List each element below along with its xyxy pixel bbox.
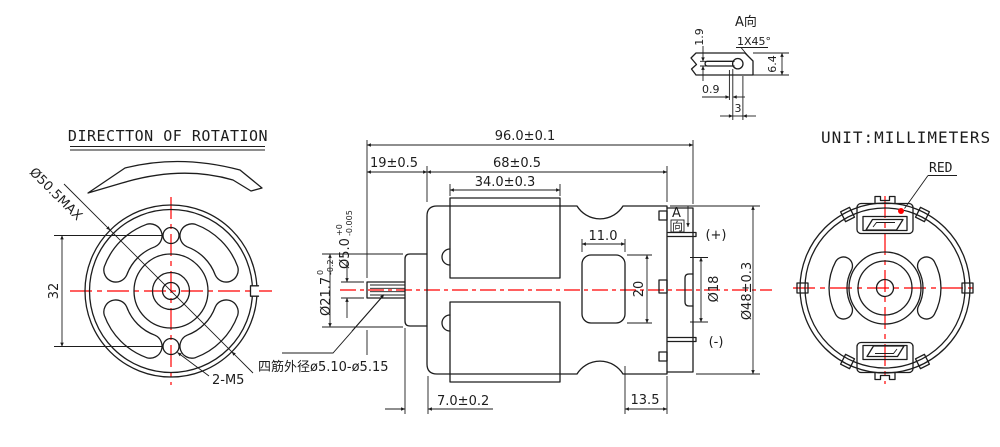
red-label: RED bbox=[904, 161, 957, 209]
svg-text:-0.2: -0.2 bbox=[326, 259, 335, 275]
svg-text:向: 向 bbox=[672, 219, 683, 233]
bearing-boss bbox=[404, 253, 428, 327]
rear-shaft-circle bbox=[875, 278, 895, 298]
svg-text:0: 0 bbox=[316, 270, 325, 275]
svg-text:1X45°: 1X45° bbox=[737, 35, 771, 48]
dim-boss-diameter: Ø21.7 0 -0.2 bbox=[316, 253, 403, 328]
dim-hole-offset: 3 bbox=[720, 102, 756, 118]
svg-text:RED: RED bbox=[929, 161, 953, 176]
svg-text:68±0.5: 68±0.5 bbox=[493, 156, 541, 171]
terminal-positive bbox=[667, 231, 697, 238]
front-boss-circle bbox=[133, 253, 209, 329]
dim-overall-length: 96.0±0.1 bbox=[366, 129, 694, 278]
front-bearing-circle bbox=[151, 271, 191, 311]
rear-bearing-circle bbox=[857, 260, 913, 316]
vent-slot bbox=[103, 299, 163, 359]
end-cap bbox=[658, 207, 697, 373]
dim-mounting-holes: 2-M5 bbox=[177, 352, 244, 388]
front-shaft-circle bbox=[161, 281, 181, 301]
svg-text:Ø48±0.3: Ø48±0.3 bbox=[740, 262, 755, 320]
svg-text:A: A bbox=[672, 206, 681, 221]
svg-text:Ø18: Ø18 bbox=[707, 276, 722, 303]
svg-text:11.0: 11.0 bbox=[589, 229, 618, 244]
lamination-stack-top bbox=[449, 197, 561, 279]
svg-text:Ø21.7: Ø21.7 bbox=[319, 277, 334, 316]
direction-of-rotation-title: DIRECTTON OF ROTATION bbox=[68, 127, 268, 145]
front-view: DIRECTTON OF ROTATION 32 bbox=[26, 127, 272, 388]
dim-case-diameter: Ø48±0.3 bbox=[670, 205, 760, 375]
vent-slot bbox=[179, 223, 239, 283]
dim-tab-height: 6.4 bbox=[753, 52, 789, 76]
svg-text:20: 20 bbox=[632, 281, 647, 298]
lamination-stack-bottom bbox=[449, 301, 561, 383]
red-mark-dot bbox=[898, 208, 904, 214]
motor-can bbox=[426, 205, 668, 375]
rear-view: UNIT:MILLIMETERS bbox=[793, 128, 991, 384]
vent-slot bbox=[103, 223, 163, 283]
rear-rim-circle bbox=[804, 207, 966, 369]
rotation-arrow bbox=[87, 160, 263, 194]
terminal-housing-top bbox=[856, 195, 914, 235]
svg-text:1.9: 1.9 bbox=[693, 28, 706, 46]
svg-text:34.0±0.3: 34.0±0.3 bbox=[475, 175, 536, 190]
terminal-hole bbox=[731, 57, 744, 70]
svg-text:0.9: 0.9 bbox=[702, 83, 720, 96]
svg-text:3: 3 bbox=[735, 102, 742, 115]
dim-boss-length: 7.0±0.2 bbox=[385, 328, 493, 414]
dim-edge-offset: 0.9 bbox=[702, 69, 745, 120]
crimp-tab bbox=[658, 351, 668, 362]
svg-text:32: 32 bbox=[47, 283, 62, 300]
svg-text:19±0.5: 19±0.5 bbox=[370, 156, 418, 171]
crimp-tab bbox=[658, 279, 668, 294]
dim-rib-note: 四筋外径ø5.10-ø5.15 bbox=[258, 294, 389, 375]
svg-text:-0.005: -0.005 bbox=[345, 210, 354, 236]
rim-crimp-notches bbox=[796, 206, 974, 370]
svg-text:Ø50.5MAX: Ø50.5MAX bbox=[26, 165, 85, 224]
dim-front-diameter: Ø50.5MAX bbox=[26, 165, 254, 374]
unit-title: UNIT:MILLIMETERS bbox=[821, 128, 991, 147]
terminal-slot bbox=[704, 60, 735, 67]
dim-hole-pitch: 32 bbox=[47, 235, 163, 347]
rear-hub-bump bbox=[684, 273, 694, 307]
svg-text:7.0±0.2: 7.0±0.2 bbox=[437, 394, 489, 409]
svg-text:Ø5.0: Ø5.0 bbox=[338, 238, 353, 269]
dim-bell-length: 13.5 bbox=[624, 366, 668, 414]
view-a-indicator: A 向 bbox=[670, 206, 690, 233]
svg-text:13.5: 13.5 bbox=[631, 393, 660, 408]
rear-boss-circle bbox=[848, 251, 922, 325]
svg-text:96.0±0.1: 96.0±0.1 bbox=[495, 129, 556, 144]
terminal-detail-view: A向 1.9 1X45° 6.4 0.9 bbox=[690, 14, 789, 120]
title-underline bbox=[70, 146, 265, 151]
dim-body-length: 68±0.5 bbox=[426, 156, 668, 174]
dim-shaft-diameter: Ø5.0 +0 -0.005 bbox=[335, 210, 364, 318]
terminal-tab bbox=[690, 52, 754, 76]
motor-shaft bbox=[366, 281, 406, 299]
dim-vent-width: 11.0 bbox=[581, 229, 626, 252]
detail-view-label: A向 bbox=[735, 14, 757, 30]
side-view: A 向 (+) (-) 96.0±0.1 19±0.5 68±0.5 bbox=[258, 129, 772, 414]
rear-vent-slot bbox=[828, 256, 854, 320]
svg-text:四筋外径ø5.10-ø5.15: 四筋外径ø5.10-ø5.15 bbox=[258, 359, 389, 375]
svg-text:2-M5: 2-M5 bbox=[212, 373, 244, 388]
dim-vent-height: 20 bbox=[627, 254, 652, 324]
svg-text:+0: +0 bbox=[335, 224, 344, 236]
minus-label: (-) bbox=[709, 335, 724, 350]
shaft-ribs bbox=[370, 284, 405, 296]
dim-stack-length: 34.0±0.3 bbox=[449, 175, 561, 196]
vent-window bbox=[581, 254, 626, 324]
dim-hub-diameter: Ø18 bbox=[690, 257, 722, 323]
crimp-tab bbox=[658, 210, 668, 221]
plus-label: (+) bbox=[705, 228, 726, 243]
flange-notches bbox=[441, 248, 451, 332]
svg-text:6.4: 6.4 bbox=[766, 55, 779, 73]
terminal-negative bbox=[667, 336, 697, 343]
rim-notch bbox=[249, 285, 260, 297]
vent-slot bbox=[179, 299, 239, 359]
dim-chamfer: 1X45° bbox=[736, 35, 771, 57]
dim-slot-width: 1.9 bbox=[693, 28, 707, 81]
